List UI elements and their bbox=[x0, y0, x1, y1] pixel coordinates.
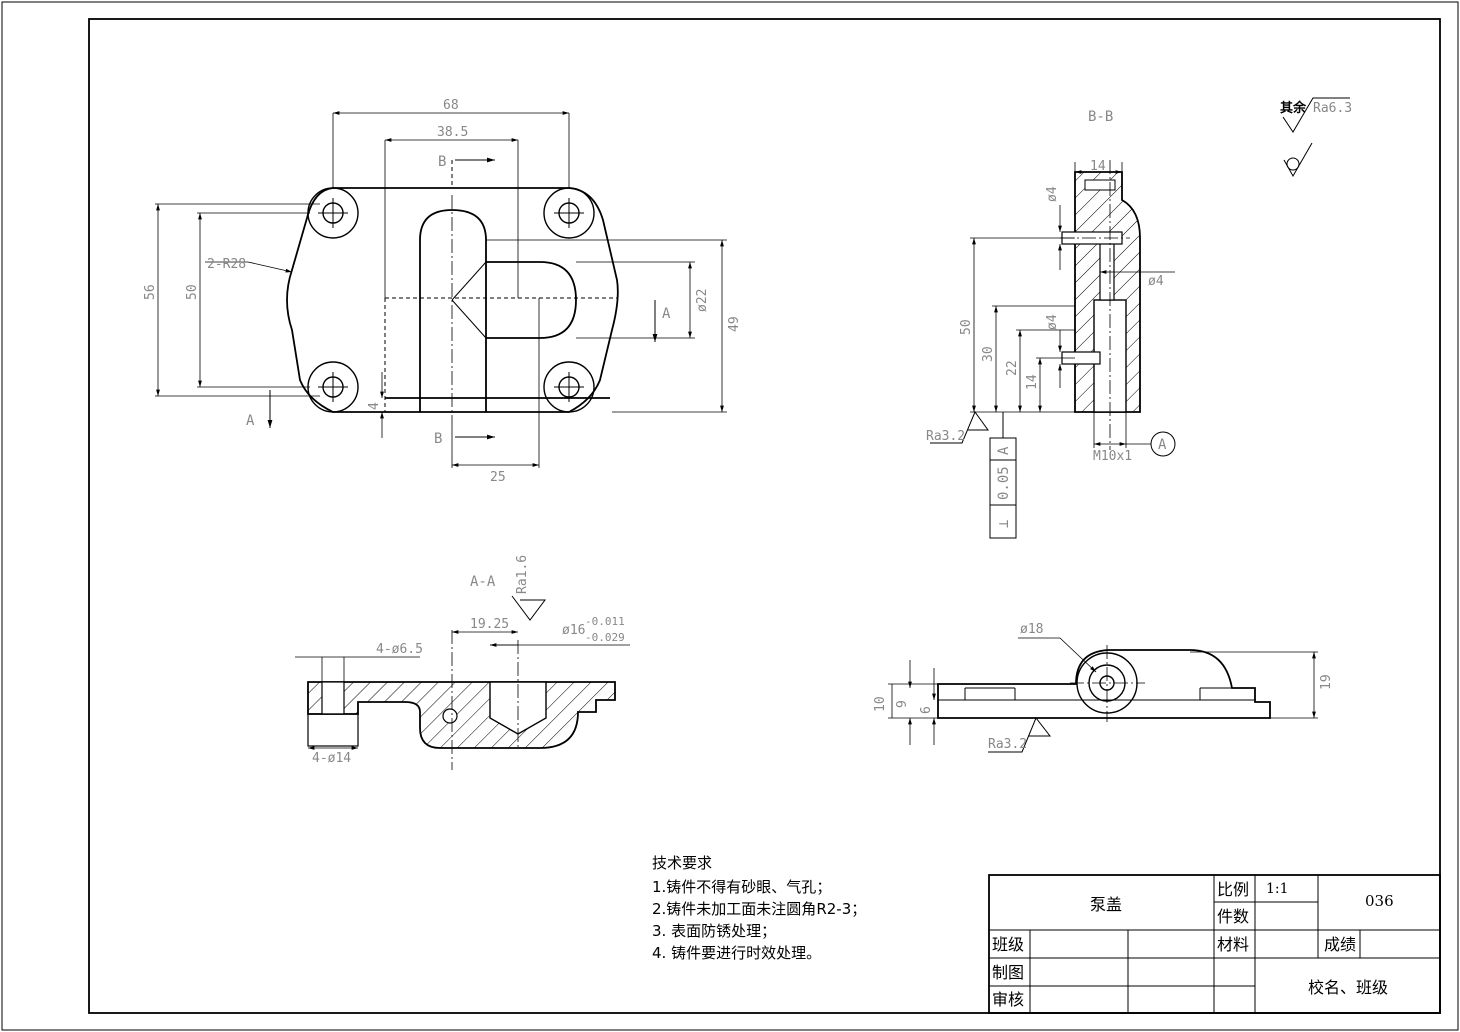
tb-scale-label: 比例 bbox=[1217, 880, 1249, 899]
title-block: 泵盖 比例 1:1 件数 036 班级 材料 成绩 制图 审核 校名、班级 bbox=[988, 874, 1441, 1014]
side-dim-o18: ø18 bbox=[1020, 622, 1043, 637]
bb-dim-o4-top: ø4 bbox=[1045, 186, 1060, 202]
tb-grade-label: 成绩 bbox=[1324, 935, 1356, 954]
side-roughness: Ra3.2 bbox=[988, 737, 1027, 752]
bb-fcf-datum: A bbox=[996, 446, 1012, 455]
dim-2-r28: 2-R28 bbox=[207, 257, 246, 272]
dim-4: 4 bbox=[367, 402, 382, 410]
section-marker-b-top: B bbox=[438, 154, 446, 170]
surface-note: 其余 Ra6.3 bbox=[1280, 97, 1352, 178]
side-dim-9: 9 bbox=[895, 700, 910, 708]
section-bb-title: B-B bbox=[1088, 109, 1113, 125]
dim-68: 68 bbox=[443, 98, 459, 113]
side-dim-10: 10 bbox=[873, 696, 888, 712]
section-marker-a-left: A bbox=[246, 413, 255, 429]
bb-dim-22: 22 bbox=[1005, 360, 1020, 376]
tb-class-label: 班级 bbox=[992, 935, 1024, 954]
section-bb-view: B-B 14 ø4 ø4 ø4 50 30 22 bbox=[926, 109, 1176, 539]
bb-dim-14: 14 bbox=[1090, 159, 1106, 174]
bb-dim-30: 30 bbox=[981, 346, 996, 362]
dim-56: 56 bbox=[143, 284, 158, 300]
bb-dim-m10x1: M10x1 bbox=[1093, 449, 1132, 464]
tb-part-name: 泵盖 bbox=[1090, 895, 1122, 914]
section-aa-title: A-A bbox=[470, 574, 496, 590]
bb-dim-o4-mid: ø4 bbox=[1148, 274, 1164, 289]
aa-fit-lower: -0.029 bbox=[585, 631, 625, 644]
tech-req-item-2: 2.铸件未加工面未注圆角R2-3； bbox=[652, 900, 866, 918]
dim-38-5: 38.5 bbox=[437, 125, 468, 140]
tb-drawing-no: 036 bbox=[1365, 892, 1394, 910]
tech-req-title: 技术要求 bbox=[652, 854, 712, 872]
section-marker-b-bottom: B bbox=[434, 431, 442, 447]
bb-dim-50: 50 bbox=[959, 319, 974, 335]
aa-roughness: Ra1.6 bbox=[515, 555, 530, 594]
tb-material-label: 材料 bbox=[1217, 935, 1249, 954]
tech-req-item-4: 4. 铸件要进行时效处理。 bbox=[652, 944, 821, 962]
section-aa-view: A-A 4-ø6.5 4-ø14 19.25 ø16 -0.011 -0.029… bbox=[295, 555, 630, 770]
technical-requirements: 技术要求 1.铸件不得有砂眼、气孔； 2.铸件未加工面未注圆角R2-3； 3. … bbox=[652, 854, 866, 962]
tech-req-item-3: 3. 表面防锈处理； bbox=[652, 922, 776, 940]
bb-roughness: Ra3.2 bbox=[926, 429, 965, 444]
bb-fcf-value: 0.05 bbox=[996, 466, 1012, 500]
surface-note-prefix: 其余 bbox=[1280, 100, 1307, 116]
tb-scale-value: 1:1 bbox=[1266, 881, 1289, 897]
inner-frame bbox=[88, 18, 1441, 1014]
side-view: ø18 19 10 9 6 Ra3.2 bbox=[873, 622, 1334, 753]
dim-o22: ø22 bbox=[695, 289, 710, 312]
side-dim-6: 6 bbox=[919, 706, 934, 714]
top-view: 68 38.5 56 50 2-R28 ø22 49 4 bbox=[143, 98, 742, 485]
aa-dim-4-o6-5: 4-ø6.5 bbox=[376, 642, 423, 657]
aa-dim-4-o14: 4-ø14 bbox=[312, 751, 351, 766]
surface-note-value: Ra6.3 bbox=[1313, 101, 1352, 116]
dim-49: 49 bbox=[727, 316, 742, 332]
aa-fit-upper: -0.011 bbox=[585, 615, 625, 628]
tb-qty-label: 件数 bbox=[1217, 907, 1249, 926]
bb-dim-o4-low: ø4 bbox=[1045, 314, 1060, 330]
bb-datum-circle-a: A bbox=[1158, 437, 1167, 453]
tb-drawn-label: 制图 bbox=[992, 963, 1024, 982]
tb-school: 校名、班级 bbox=[1308, 978, 1388, 997]
dim-50: 50 bbox=[185, 284, 200, 300]
bb-dim-14-v: 14 bbox=[1025, 374, 1040, 390]
tb-checked-label: 审核 bbox=[992, 990, 1024, 1009]
aa-fit-main: ø16 bbox=[562, 623, 585, 638]
tech-req-item-1: 1.铸件不得有砂眼、气孔； bbox=[652, 878, 831, 896]
bb-fcf-symbol: ⊥ bbox=[996, 520, 1012, 528]
side-dim-19: 19 bbox=[1319, 674, 1334, 690]
dim-25: 25 bbox=[490, 470, 506, 485]
section-marker-a-right: A bbox=[662, 306, 671, 322]
aa-dim-19-25: 19.25 bbox=[470, 617, 509, 632]
